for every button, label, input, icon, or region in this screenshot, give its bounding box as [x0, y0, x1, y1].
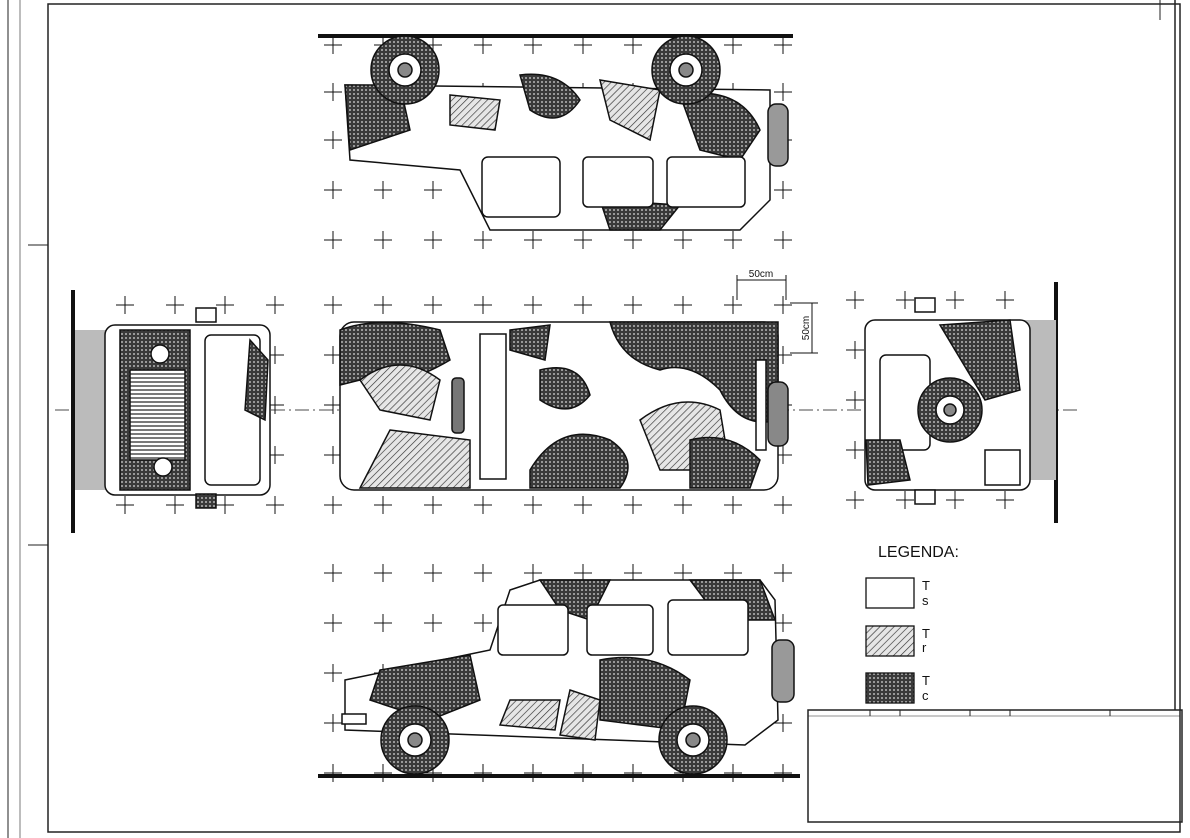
legend-item-3-line2: c [922, 688, 929, 703]
legend-swatch-hatched [865, 625, 915, 657]
dimension-label-horizontal: 50cm [749, 269, 773, 280]
title-block [807, 709, 1183, 823]
vehicle-side-view-top [318, 34, 793, 231]
dimension-horizontal: 50cm [736, 269, 787, 300]
legend-item-3-line1: T [922, 673, 930, 688]
legend-item-2-line2: r [922, 640, 927, 655]
legend-swatch-dotted [865, 672, 915, 704]
legend-title: LEGENDA: [878, 544, 959, 561]
legend-swatch-white [865, 577, 915, 609]
legend-item-2-line1: T [922, 626, 930, 641]
legend-item-1-line2: s [922, 593, 929, 608]
vehicle-front-view [71, 290, 271, 533]
sheet-frame [7, 0, 1181, 838]
vehicle-top-view [339, 321, 789, 491]
vehicle-side-view-bottom [318, 579, 800, 778]
legend-item-1-line1: T [922, 578, 930, 593]
dimension-label-vertical: 50cm [801, 316, 812, 340]
legend: LEGENDA: T s T r T c [865, 544, 959, 704]
vehicle-rear-view [864, 282, 1058, 523]
dimension-vertical: 50cm [790, 302, 818, 354]
